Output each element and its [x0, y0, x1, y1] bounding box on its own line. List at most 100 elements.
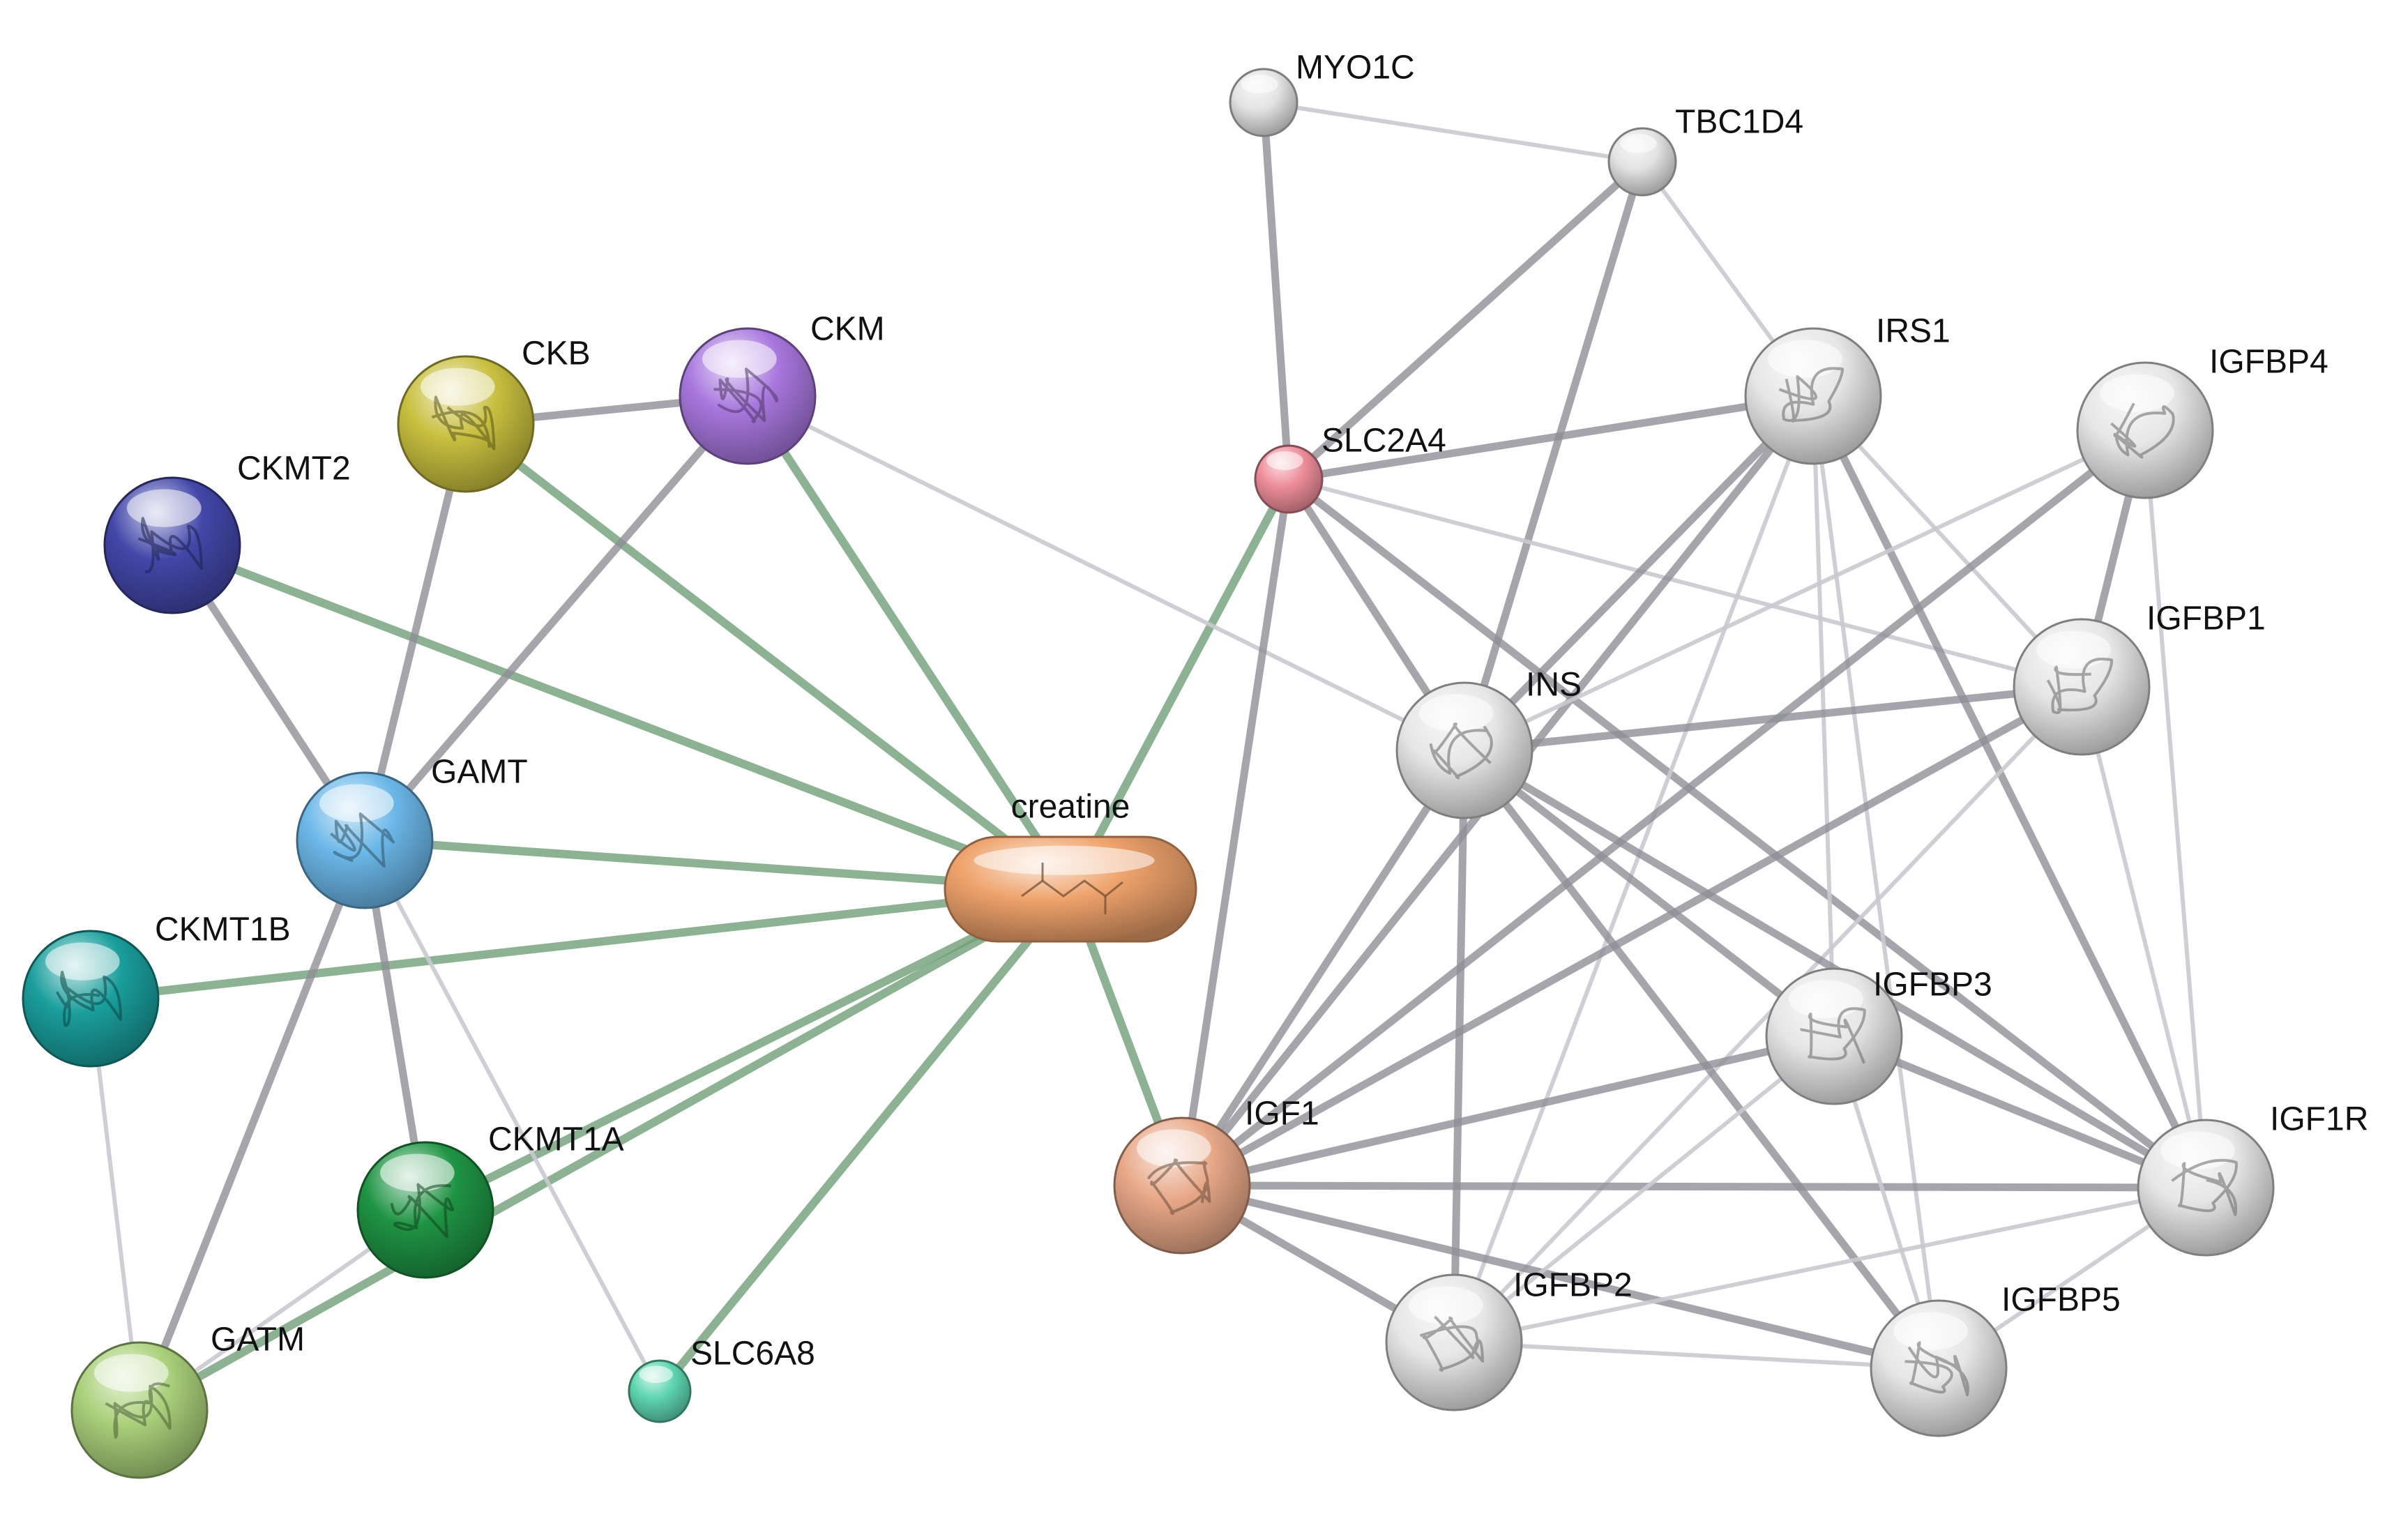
- protein-structure-icon: [2171, 1158, 2238, 1216]
- node-slc6a8[interactable]: [628, 1359, 692, 1423]
- edge-slc2a4-igf1: [1178, 475, 1293, 1190]
- node-igfbp1-shape[interactable]: [2013, 618, 2151, 756]
- node-igfbp3-label: IGFBP3: [1873, 967, 1992, 1004]
- edge-creatine-ckmt2: [168, 541, 1075, 893]
- node-igfbp4-shape[interactable]: [2076, 361, 2214, 499]
- node-irs1-label: IRS1: [1876, 313, 1951, 350]
- node-ckmt1b[interactable]: [22, 930, 160, 1068]
- edge-igfbp4-igf1: [1178, 426, 2149, 1190]
- edge-myo1c-slc2a4: [1259, 98, 1293, 483]
- node-igf1r[interactable]: [2137, 1119, 2275, 1257]
- edge-ins-igfbp5: [1460, 746, 1943, 1372]
- node-tbc1d4[interactable]: [1607, 127, 1677, 197]
- node-igf1r-label: IGF1R: [2270, 1101, 2368, 1138]
- node-ckmt1a[interactable]: [356, 1141, 494, 1279]
- node-ckb-shape[interactable]: [397, 355, 535, 493]
- edge-igfbp2-igf1r: [1452, 1186, 2208, 1345]
- node-igfbp4[interactable]: [2076, 361, 2214, 499]
- edge-irs1-igfbp5: [1811, 394, 1941, 1370]
- node-ckb-label: CKB: [522, 335, 591, 372]
- protein-structure-icon: [137, 517, 203, 573]
- edge-igfbp1-igf1r: [2080, 685, 2208, 1190]
- edge-slc2a4-igfbp1: [1287, 477, 2084, 689]
- edge-creatine-ckm: [743, 392, 1075, 893]
- node-gamt-label: GAMT: [431, 754, 528, 791]
- node-ckmt2[interactable]: [103, 476, 241, 614]
- node-myo1c-shape[interactable]: [1229, 68, 1298, 137]
- edge-ckm-ins: [745, 394, 1467, 752]
- protein-structure-icon: [1800, 1007, 1866, 1064]
- node-igfbp4-label: IGFBP4: [2209, 344, 2329, 381]
- edge-gamt-slc6a8: [363, 838, 662, 1393]
- edge-ckm-gamt: [361, 392, 752, 845]
- node-ins[interactable]: [1395, 681, 1534, 819]
- edge-irs1-ins: [1460, 392, 1817, 755]
- node-igfbp1-label: IGFBP1: [2146, 600, 2266, 637]
- edge-creatine-ckmt1b: [86, 885, 1075, 1003]
- node-igfbp2-shape[interactable]: [1385, 1273, 1523, 1411]
- node-creatine[interactable]: [944, 835, 1197, 943]
- node-gamt[interactable]: [296, 771, 434, 909]
- node-igfbp2[interactable]: [1385, 1273, 1523, 1411]
- node-ins-shape[interactable]: [1395, 681, 1534, 819]
- node-tbc1d4-label: TBC1D4: [1675, 104, 1803, 141]
- node-slc6a8-shape[interactable]: [628, 1359, 692, 1423]
- edge-igfbp1-igfbp2: [1452, 685, 2084, 1345]
- edge-igf1-igf1r: [1178, 1181, 2210, 1192]
- node-igfbp2-label: IGFBP2: [1513, 1267, 1633, 1304]
- edge-ins-igfbp3: [1460, 746, 1838, 1040]
- edge-ckmt1b-gatm: [89, 997, 142, 1412]
- edge-ins-igf1: [1178, 746, 1469, 1190]
- node-ckmt1a-label: CKMT1A: [488, 1121, 624, 1158]
- edge-igfbp1-ins: [1460, 683, 2086, 755]
- node-ckmt1b-label: CKMT1B: [155, 911, 291, 948]
- node-igfbp5[interactable]: [1870, 1299, 2008, 1437]
- edge-igfbp2-igfbp5: [1452, 1340, 1941, 1370]
- protein-structure-icon: [55, 970, 122, 1027]
- node-igf1r-shape[interactable]: [2137, 1119, 2275, 1257]
- edge-ins-igfbp2: [1450, 746, 1469, 1347]
- node-irs1[interactable]: [1744, 327, 1882, 465]
- node-igfbp5-label: IGFBP5: [2001, 1282, 2121, 1319]
- protein-structure-icon: [390, 1183, 455, 1239]
- node-slc2a4-shape[interactable]: [1254, 444, 1324, 514]
- node-creatine-shape[interactable]: [944, 835, 1197, 943]
- edge-creatine-slc2a4: [1066, 475, 1293, 893]
- node-gatm[interactable]: [70, 1341, 209, 1479]
- node-tbc1d4-shape[interactable]: [1607, 127, 1677, 197]
- protein-structure-icon: [105, 1382, 172, 1439]
- edge-tbc1d4-slc2a4: [1285, 158, 1646, 483]
- node-igf1[interactable]: [1113, 1116, 1251, 1255]
- node-ckm-label: CKM: [810, 311, 885, 348]
- node-myo1c[interactable]: [1229, 68, 1298, 137]
- edge-igfbp3-igfbp2: [1452, 1034, 1836, 1345]
- edge-slc2a4-igf1r: [1285, 475, 2210, 1192]
- edge-myo1c-tbc1d4: [1262, 100, 1644, 164]
- edge-creatine-gatm: [135, 885, 1075, 1414]
- node-ckm[interactable]: [679, 327, 817, 465]
- edge-creatine-slc6a8: [656, 885, 1075, 1395]
- node-ins-label: INS: [1526, 667, 1582, 704]
- protein-structure-icon: [431, 395, 496, 451]
- node-igfbp1[interactable]: [2013, 618, 2151, 756]
- edge-gamt-gatm: [135, 836, 369, 1414]
- protein-structure-icon: [330, 812, 395, 868]
- node-slc2a4-label: SLC2A4: [1322, 423, 1446, 460]
- edge-creatine-ckmt1a: [421, 885, 1075, 1214]
- edge-igf1-igfbp3: [1178, 1032, 1838, 1190]
- node-slc2a4[interactable]: [1254, 444, 1324, 514]
- protein-structure-icon: [1905, 1341, 1969, 1397]
- node-ckb[interactable]: [397, 355, 535, 493]
- edge-igfbp4-igf1r: [2143, 428, 2208, 1190]
- protein-structure-icon: [2110, 402, 2175, 459]
- protein-structure-icon: [1429, 722, 1493, 780]
- edge-igfbp1-igf1: [1178, 683, 2086, 1190]
- node-ckmt1a-shape[interactable]: [356, 1141, 494, 1279]
- node-gatm-shape[interactable]: [70, 1341, 209, 1479]
- protein-structure-icon: [2046, 658, 2114, 714]
- node-myo1c-label: MYO1C: [1296, 50, 1415, 86]
- node-gamt-shape[interactable]: [296, 771, 434, 909]
- node-igf1-shape[interactable]: [1113, 1116, 1251, 1255]
- node-slc6a8-label: SLC6A8: [690, 1335, 815, 1372]
